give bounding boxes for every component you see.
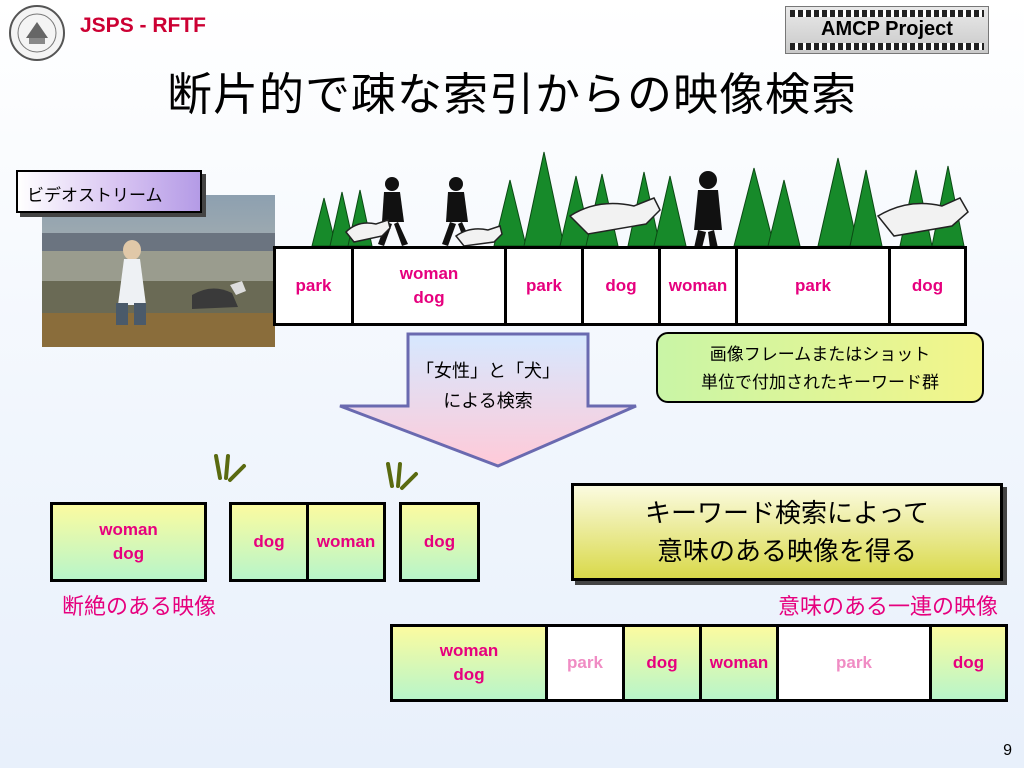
slide-title: 断片的で疎な索引からの映像検索	[166, 68, 857, 121]
keyword-cell: park	[779, 627, 932, 699]
page-number: 9	[1003, 742, 1012, 759]
query-text: 「女性」と「犬」 による検索	[378, 357, 598, 417]
fragment-strip: woman dog	[50, 502, 207, 582]
callout-line-1: 画像フレームまたはショット	[709, 345, 931, 365]
fragment-strip: dog	[399, 502, 480, 582]
keyword-set-callout: 画像フレームまたはショット 単位で付加されたキーワード群	[656, 332, 984, 403]
fragment-strip: dog woman	[229, 502, 386, 582]
hit-mark-icon	[382, 460, 422, 494]
fragmented-caption: 断絶のある映像	[62, 595, 217, 620]
keyword-cell: park	[276, 249, 354, 323]
result-note-box: キーワード検索によって 意味のある映像を得る	[571, 483, 1003, 581]
result-line-1: キーワード検索によって	[645, 499, 929, 529]
keyword-cell: dog	[232, 505, 309, 579]
keyword-cell: woman	[309, 505, 383, 579]
result-line-2: 意味のある映像を得る	[656, 537, 917, 567]
project-badge: AMCP Project	[785, 6, 989, 54]
keyword-cell: woman	[702, 627, 779, 699]
keyword-cell: woman dog	[393, 627, 548, 699]
keyword-cell: park	[738, 249, 891, 323]
keyword-cell: woman dog	[354, 249, 507, 323]
keyword-cell: dog	[584, 249, 661, 323]
hit-mark-icon	[210, 452, 250, 486]
video-stream-label: ビデオストリーム	[16, 170, 202, 213]
sequence-caption: 意味のある一連の映像	[777, 595, 998, 620]
keyword-cell: park	[548, 627, 625, 699]
university-logo	[6, 4, 68, 62]
keyword-cell: dog	[625, 627, 702, 699]
org-name: JSPS - RFTF	[80, 14, 207, 37]
callout-line-2: 単位で付加されたキーワード群	[701, 373, 939, 393]
query-line-1: 「女性」と「犬」	[416, 361, 560, 382]
keyword-cell: woman dog	[53, 505, 204, 579]
video-frame-image	[42, 195, 275, 347]
park-scene-illustration	[298, 150, 980, 250]
query-arrow	[338, 330, 638, 470]
project-name: AMCP Project	[821, 18, 953, 40]
keyword-cell: dog	[402, 505, 477, 579]
sequence-strip: woman dog park dog woman park dog	[390, 624, 1008, 702]
keyword-cell: woman	[661, 249, 738, 323]
keyword-cell: park	[507, 249, 584, 323]
keyword-strip-stream: park woman dog park dog woman park dog	[273, 246, 967, 326]
keyword-cell: dog	[891, 249, 964, 323]
keyword-cell: dog	[932, 627, 1005, 699]
query-line-2: による検索	[443, 391, 533, 412]
